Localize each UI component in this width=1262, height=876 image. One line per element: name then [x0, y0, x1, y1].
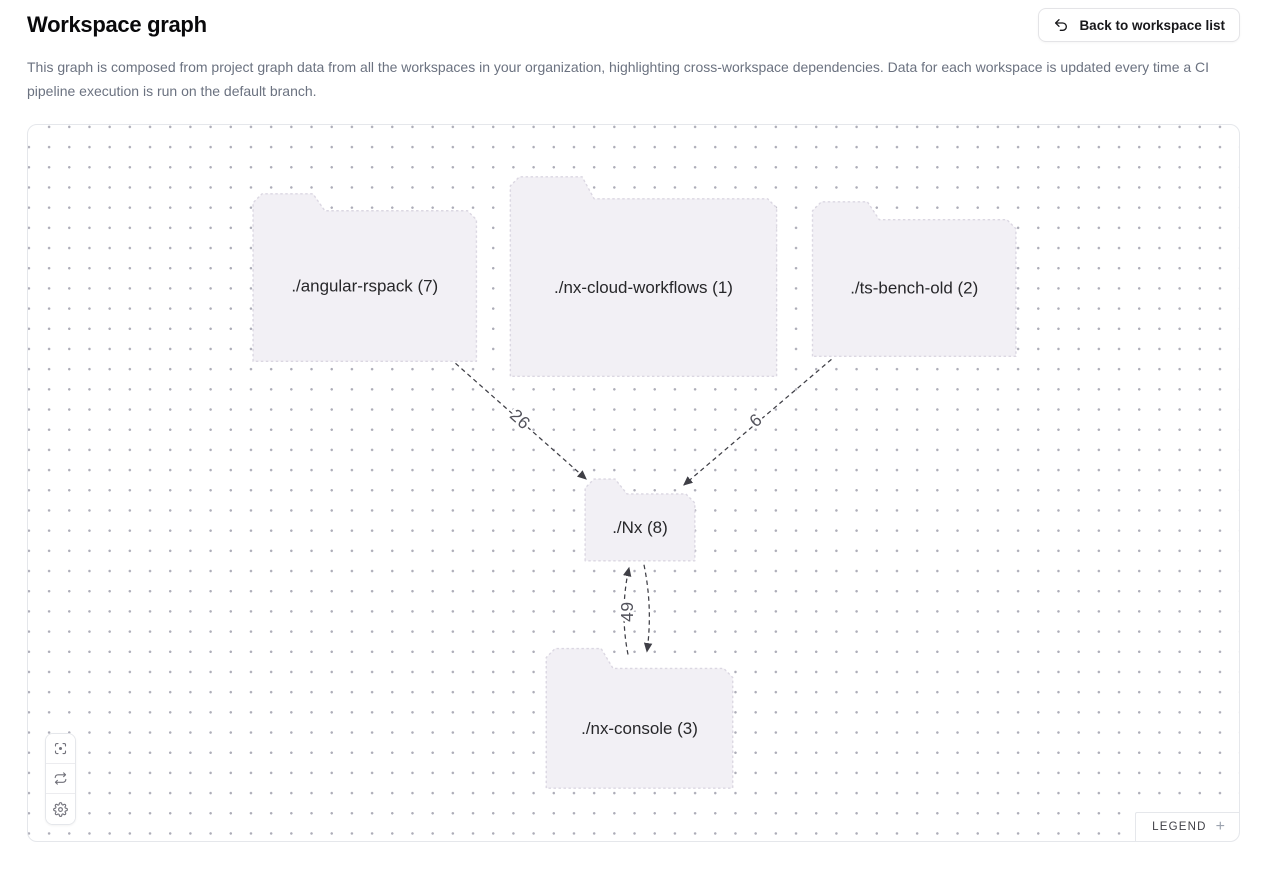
graph-edge-label-ts-bench-old-nx: 6: [745, 409, 766, 431]
back-button-label: Back to workspace list: [1079, 17, 1225, 33]
undo-arrow-icon: [1053, 17, 1069, 33]
settings-button[interactable]: [46, 794, 75, 824]
graph-node-nx-cloud-workflows[interactable]: [509, 176, 778, 377]
graph-node-label-angular-rspack: ./angular-rspack (7): [291, 277, 438, 296]
graph-node-ts-bench-old[interactable]: [811, 201, 1017, 358]
settings-gear-icon: [53, 801, 68, 817]
refresh-button[interactable]: [46, 764, 75, 794]
graph-edge-nx-console-nx[interactable]: [623, 566, 632, 655]
graph-node-nx[interactable]: [584, 478, 696, 562]
focus-center-icon: [53, 741, 68, 756]
graph-edge-label-nx-console-nx: 49: [617, 601, 637, 621]
graph-edge-nx-nx-console[interactable]: [643, 564, 653, 653]
workspace-graph-page: Workspace graph Back to workspace list T…: [27, 8, 1240, 842]
page-header: Workspace graph Back to workspace list: [27, 8, 1240, 42]
graph-svg[interactable]: ./angular-rspack (7) ./nx-cloud-workflows…: [28, 125, 1239, 841]
graph-node-label-nx-console: ./nx-console (3): [581, 719, 698, 738]
page-description: This graph is composed from project grap…: [27, 59, 1210, 99]
graph-edge-angular-rspack-nx[interactable]: [455, 362, 587, 480]
graph-edge-ts-bench-old-nx[interactable]: [683, 358, 832, 486]
focus-center-button[interactable]: [46, 734, 75, 764]
plus-icon: +: [1215, 818, 1225, 835]
back-to-workspace-list-button[interactable]: Back to workspace list: [1038, 8, 1240, 42]
workspace-graph-canvas[interactable]: ./angular-rspack (7) ./nx-cloud-workflows…: [27, 124, 1240, 842]
legend-toggle[interactable]: LEGEND +: [1135, 812, 1239, 841]
graph-node-label-nx: ./Nx (8): [612, 518, 668, 537]
graph-node-nx-console[interactable]: [545, 647, 734, 789]
graph-node-label-nx-cloud-workflows: ./nx-cloud-workflows (1): [554, 278, 733, 297]
graph-toolbar: [45, 733, 76, 825]
page-title: Workspace graph: [27, 12, 207, 37]
graph-node-label-ts-bench-old: ./ts-bench-old (2): [850, 279, 978, 298]
refresh-icon: [53, 771, 68, 786]
legend-label: LEGEND: [1152, 821, 1207, 833]
graph-node-angular-rspack[interactable]: [252, 193, 478, 363]
